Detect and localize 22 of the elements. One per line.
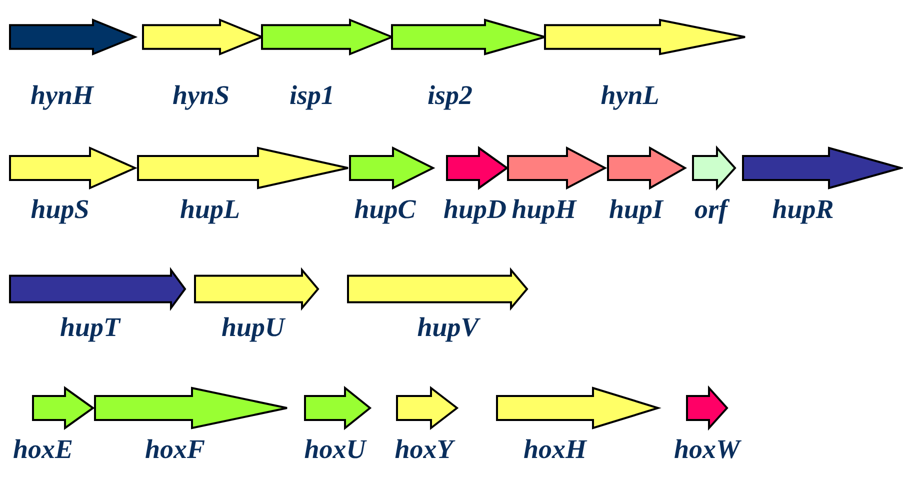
gene-label: hupS <box>30 194 90 224</box>
gene-label: hynS <box>172 80 230 110</box>
gene-label: hoxW <box>674 434 740 464</box>
gene-label: hupR <box>772 194 834 224</box>
gene-label: hynH <box>30 80 94 110</box>
gene-label: hupL <box>180 194 240 224</box>
gene-label: hoxU <box>304 434 366 464</box>
gene-label: isp1 <box>290 80 334 110</box>
gene-label: hupD <box>443 194 507 224</box>
gene-label: isp2 <box>428 80 472 110</box>
gene-label: hupC <box>354 194 416 224</box>
gene-label: hynL <box>600 80 660 110</box>
gene-label: hupT <box>60 312 120 342</box>
gene-label: hupI <box>608 194 664 224</box>
gene-label: hoxE <box>12 434 74 464</box>
gene-label: orf <box>694 194 728 224</box>
gene-label: hoxY <box>394 434 454 464</box>
gene-label: hupH <box>512 194 576 224</box>
gene-label: hupV <box>417 312 479 342</box>
gene-label: hupU <box>221 312 285 342</box>
gene-label: hoxF <box>144 434 206 464</box>
gene-label: hoxH <box>523 434 587 464</box>
